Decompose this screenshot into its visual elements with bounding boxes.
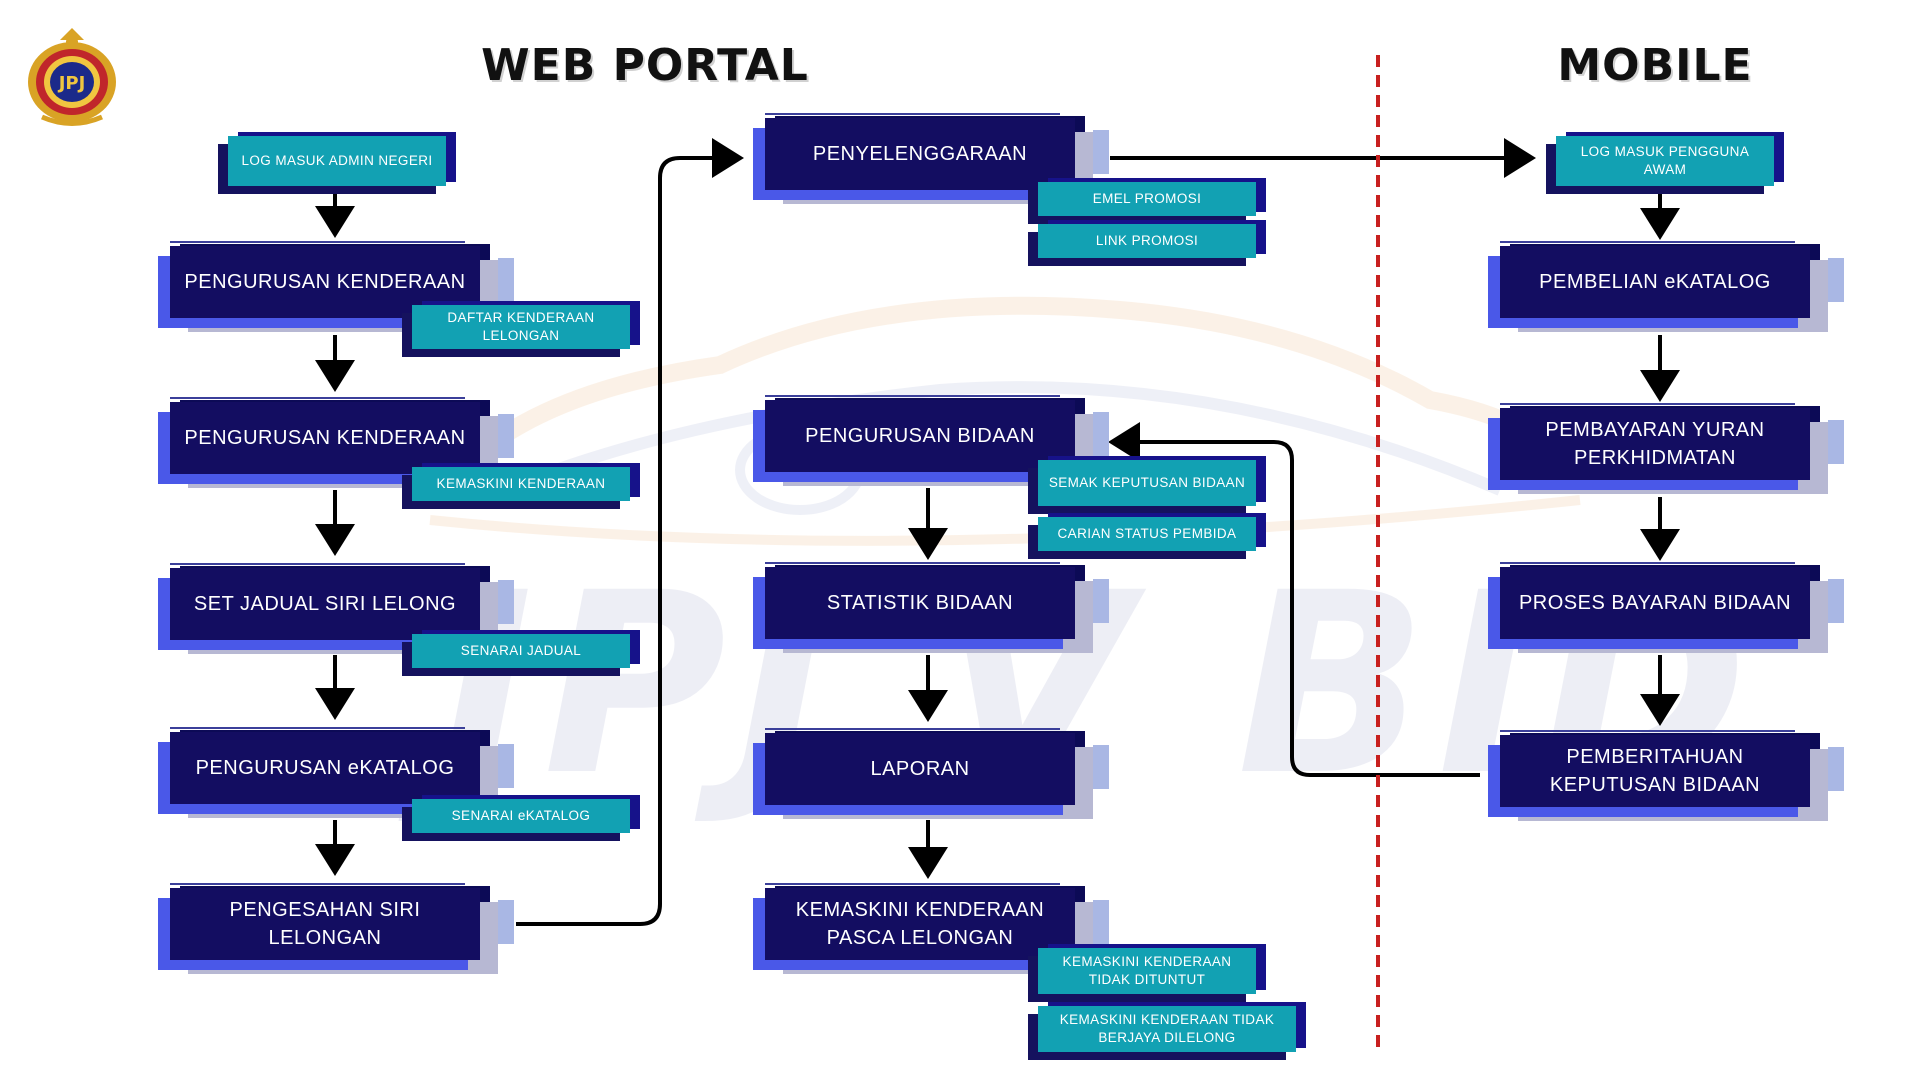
arrow-mobile-to-bid: [1108, 422, 1480, 777]
post-auction-update-box: KEMASKINI KENDERAAN PASCA LELONGAN: [765, 883, 1109, 960]
bid-result-notification-box: PEMBERITAHUAN KEPUTUSAN BIDAAN: [1500, 730, 1844, 807]
report-box: LAPORAN: [765, 728, 1109, 805]
arrow-left-to-maintenance: [516, 138, 744, 926]
ecatalog-purchase-box: PEMBELIAN eKATALOG: [1500, 241, 1844, 318]
promo-link-sub: LINK PROMOSI: [1038, 224, 1256, 258]
ecatalog-list-sub: SENARAI eKATALOG: [412, 799, 630, 833]
set-auction-schedule-box: SET JADUAL SIRI LELONG: [170, 563, 514, 640]
bid-statistics-box: STATISTIK BIDAAN: [765, 562, 1109, 639]
schedule-list-sub: SENARAI JADUAL: [412, 634, 630, 668]
register-auction-vehicle-sub: DAFTAR KENDERAAN LELONGAN: [412, 305, 630, 349]
mobile-title: MOBILE: [1557, 40, 1753, 91]
svg-text:JPJ: JPJ: [57, 73, 86, 94]
unclaimed-vehicle-sub: KEMASKINI KENDERAAN TIDAK DITUNTUT: [1038, 948, 1256, 994]
ecatalog-management-box: PENGURUSAN eKATALOG: [170, 727, 514, 804]
promo-email-sub: EMEL PROMOSI: [1038, 182, 1256, 216]
update-vehicle-sub: KEMASKINI KENDERAAN: [412, 467, 630, 501]
vehicle-management-box-2: PENGURUSAN KENDERAAN: [170, 397, 514, 474]
maintenance-box: PENYELENGGARAAN: [765, 113, 1109, 190]
check-bid-result-sub: SEMAK KEPUTUSAN BIDAAN: [1038, 460, 1256, 506]
login-admin-box: LOG MASUK ADMIN NEGERI: [228, 136, 446, 186]
car-watermark-icon: [429, 296, 1581, 546]
login-public-box: LOG MASUK PENGGUNA AWAM: [1556, 136, 1774, 186]
auction-confirmation-box: PENGESAHAN SIRI LELONGAN: [170, 883, 514, 960]
bid-management-box: PENGURUSAN BIDAAN: [765, 395, 1109, 472]
unsold-vehicle-sub: KEMASKINI KENDERAAN TIDAK BERJAYA DILELO…: [1038, 1006, 1296, 1052]
service-fee-payment-box: PEMBAYARAN YURAN PERKHIDMATAN: [1500, 403, 1844, 480]
jpj-logo: JPJ: [28, 28, 116, 126]
bid-payment-process-box: PROSES BAYARAN BIDAAN: [1500, 562, 1844, 639]
web-portal-title: WEB PORTAL: [481, 40, 809, 91]
bidder-status-search-sub: CARIAN STATUS PEMBIDA: [1038, 517, 1256, 551]
